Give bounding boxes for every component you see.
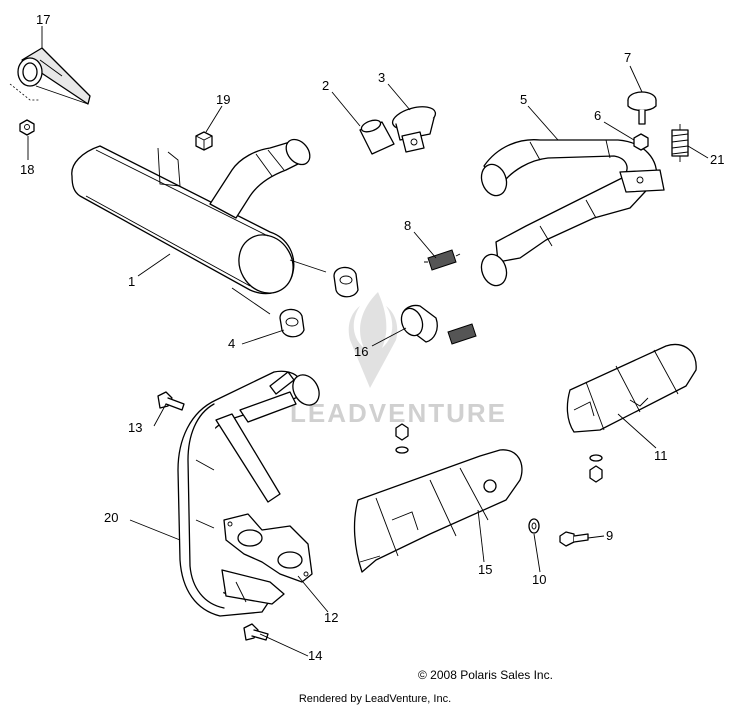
callout-5: 5 [520,92,527,107]
callout-6: 6 [594,108,601,123]
rendered-by-credit: Rendered by LeadVenture, Inc. [298,693,452,705]
leader-lines [27,26,709,657]
part-16-gasket-ring [400,304,438,343]
part-6-nut [633,133,649,151]
exploded-parts-diagram: LEADVENTURE [9,12,724,663]
part-2-gasket [359,119,395,155]
callout-19: 19 [216,92,230,107]
part-16-spring [447,323,477,345]
part-5-exhaust-pipe [480,139,665,287]
copyright-notice: © 2008 Polaris Sales Inc. [418,668,553,682]
part-hardware-bolts [395,423,603,483]
callout-15: 15 [478,562,492,577]
part-10-washer [528,518,540,534]
callout-14: 14 [308,648,322,663]
callout-17: 17 [36,12,50,27]
callout-labels: 17 18 19 1 2 3 4 5 6 7 21 8 16 11 13 20 … [20,12,724,663]
callout-7: 7 [624,50,631,65]
callout-20: 20 [104,510,118,525]
part-15-heat-shield [353,449,523,573]
leadventure-watermark: LEADVENTURE [290,292,507,428]
part-17-spark-arrestor [9,47,91,105]
callout-10: 10 [532,572,546,587]
callout-3: 3 [378,70,385,85]
callout-18: 18 [20,162,34,177]
callout-9: 9 [606,528,613,543]
part-18-nut [19,119,35,136]
callout-21: 21 [710,152,724,167]
part-9-bolt [559,531,589,547]
part-19-nut [195,131,213,151]
callout-11: 11 [654,448,668,463]
callout-1: 1 [128,274,135,289]
part-3-clamp [391,106,437,153]
part-4-grommet [279,266,359,338]
callout-12: 12 [324,610,338,625]
callout-13: 13 [128,420,142,435]
part-13-bolt [157,391,185,411]
part-20-header-pipe [177,370,320,617]
part-7-grommet-stud [627,91,657,125]
part-8-spring [424,249,461,271]
callout-4: 4 [228,336,235,351]
part-14-bolt [243,623,269,641]
watermark-text: LEADVENTURE [290,398,507,428]
callout-16: 16 [354,344,368,359]
part-21-spring [671,124,689,162]
callout-2: 2 [322,78,329,93]
part-1-muffler [71,138,327,315]
callout-8: 8 [404,218,411,233]
part-12-gasket [223,513,313,583]
part-11-heat-shield [566,343,697,433]
